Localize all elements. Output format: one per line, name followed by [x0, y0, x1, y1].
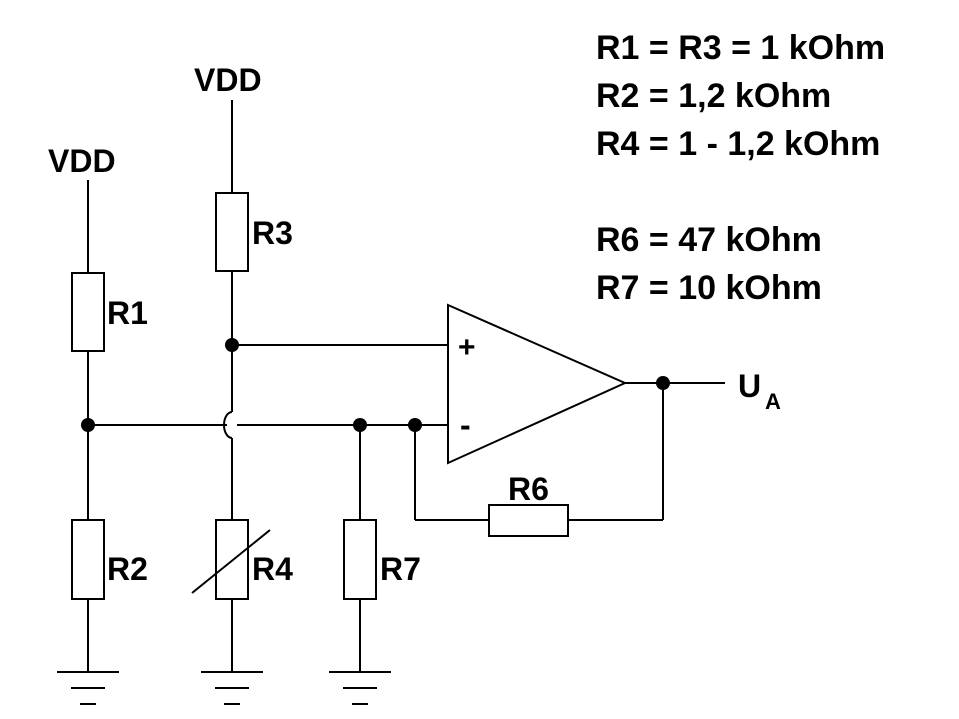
- resistor-r3: [215, 192, 249, 272]
- vdd-label-left: VDD: [48, 143, 116, 179]
- junction-node-r7: [353, 418, 367, 432]
- r6-label: R6: [508, 471, 549, 507]
- r3-label: R3: [252, 215, 293, 251]
- ground-symbol-middle: [201, 671, 263, 705]
- ground-symbol-right: [329, 671, 391, 705]
- opamp-plus-label: +: [458, 331, 476, 364]
- r4-label: R4: [252, 551, 293, 587]
- ground-symbol-left: [57, 671, 119, 705]
- opamp-triangle: [447, 303, 628, 465]
- r2-label: R2: [107, 551, 148, 587]
- r4-variable-arrow: [191, 529, 271, 594]
- resistor-r7: [343, 519, 377, 600]
- r7-label: R7: [380, 551, 421, 587]
- junction-node-left: [81, 418, 95, 432]
- resistor-r1: [71, 272, 105, 352]
- output-label: U: [738, 368, 761, 404]
- junction-node-feedback: [408, 418, 422, 432]
- note-line-5: R6 = 47 kOhm: [596, 221, 822, 259]
- component-values: R1 = R3 = 1 kOhm R2 = 1,2 kOhm R4 = 1 - …: [596, 29, 885, 307]
- note-line-2: R2 = 1,2 kOhm: [596, 77, 831, 115]
- resistor-r2: [71, 519, 105, 600]
- opamp-minus-label: -: [460, 407, 471, 443]
- note-line-6: R7 = 10 kOhm: [596, 269, 822, 307]
- r1-label: R1: [107, 295, 148, 331]
- output-label-subscript: A: [765, 389, 781, 414]
- resistor-r6: [488, 504, 569, 537]
- note-line-1: R1 = R3 = 1 kOhm: [596, 29, 885, 67]
- junction-node-output: [656, 376, 670, 390]
- junction-node-plus: [225, 338, 239, 352]
- note-line-3: R4 = 1 - 1,2 kOhm: [596, 125, 880, 163]
- vdd-label-middle: VDD: [194, 62, 262, 98]
